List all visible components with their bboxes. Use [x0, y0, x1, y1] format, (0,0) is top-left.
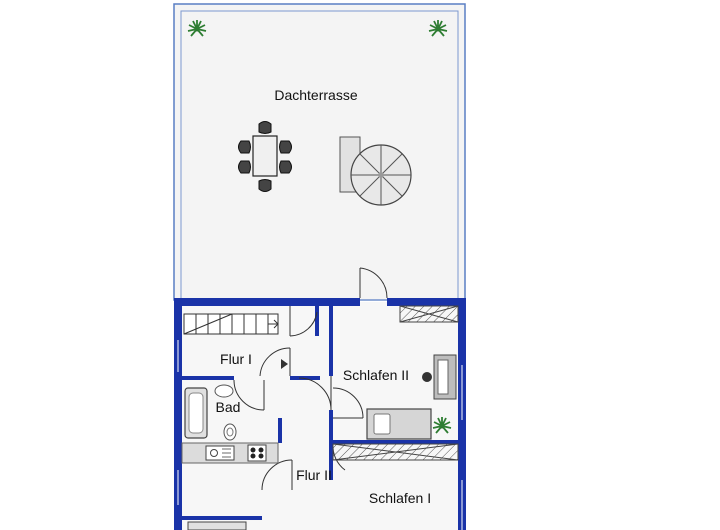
spiral-staircase-icon — [339, 136, 412, 206]
bathtub-icon — [184, 387, 208, 439]
bathtub-icon — [366, 408, 432, 440]
stove-icon — [247, 444, 267, 462]
chair-icon — [422, 354, 457, 400]
terrace — [173, 3, 466, 301]
wardrobe-icon — [332, 443, 459, 461]
arrow-icon — [281, 359, 288, 369]
bathtub-icon — [187, 521, 247, 530]
room-label-bedroom-1: Schlafen I — [369, 490, 431, 506]
table-icon — [252, 135, 278, 177]
door-swing-icon — [233, 267, 388, 491]
windows — [177, 340, 463, 530]
toilet-icon — [223, 423, 237, 441]
room-label-hall-2: Flur II — [296, 467, 332, 483]
staircase-icon — [183, 313, 279, 335]
sink-icon — [205, 445, 235, 461]
wardrobe-icon — [399, 305, 459, 323]
room-label-bath: Bad — [216, 399, 241, 415]
room-label-hall-1: Flur I — [220, 351, 252, 367]
room-label-bedroom-2: Schlafen II — [343, 367, 409, 383]
sink-icon — [214, 384, 234, 398]
room-label-terrace: Dachterrasse — [274, 87, 357, 103]
